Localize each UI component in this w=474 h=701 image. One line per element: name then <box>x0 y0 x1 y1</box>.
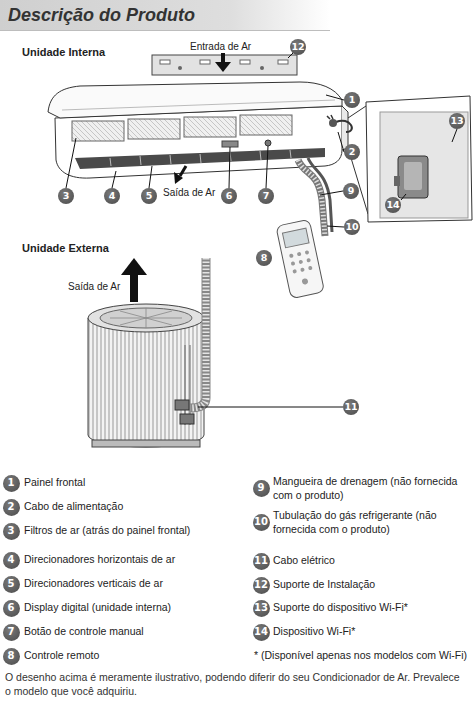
callout-number: 4 <box>3 552 20 569</box>
heading: Unidade Externa <box>22 241 152 255</box>
callout-number: 13 <box>253 600 270 617</box>
callout-number: 9 <box>343 183 359 199</box>
callout-text: 2 <box>349 147 356 157</box>
outdoor-unit <box>88 304 204 447</box>
callout-number: 11 <box>253 553 270 570</box>
callout-text: 4 <box>8 555 15 565</box>
callout-text: 6 <box>8 603 15 613</box>
part-description: Painel frontal <box>24 476 249 490</box>
callout-text: 6 <box>226 191 233 201</box>
part-description: Cabo elétrico <box>273 554 471 568</box>
outdoor-air-arrow <box>121 258 147 302</box>
callout-text: 7 <box>263 191 270 201</box>
callout-number: 7 <box>3 624 20 641</box>
callout-text: 9 <box>348 186 355 196</box>
page-title: Descrição do Produto <box>8 5 195 26</box>
wifi-inset <box>348 96 472 222</box>
part-description: Controle remoto <box>24 649 249 663</box>
annotation: Entrada de Ar <box>190 40 270 53</box>
callout-number: 3 <box>58 188 74 204</box>
callout-number: 10 <box>344 219 360 235</box>
callout-number: 5 <box>3 576 20 593</box>
callout-text: 10 <box>254 517 268 527</box>
callout-number: 9 <box>253 480 270 497</box>
callout-number: 14 <box>253 624 270 641</box>
callout-number: 6 <box>221 188 237 204</box>
part-description: Tubulação do gás refrigerante (não forne… <box>273 509 471 536</box>
callout-text: 13 <box>254 603 268 613</box>
callout-number: 8 <box>256 250 272 266</box>
remote-control <box>276 219 325 298</box>
callout-text: 1 <box>349 95 356 105</box>
callout-text: 2 <box>8 502 15 512</box>
callout-text: 12 <box>254 580 268 590</box>
refrigerant-pipe <box>190 258 206 408</box>
callout-text: 14 <box>386 200 399 210</box>
part-description: Suporte do dispositivo Wi-Fi* <box>273 601 471 615</box>
part-description: Dispositivo Wi-Fi* <box>273 625 471 639</box>
callout-text: 11 <box>344 402 357 412</box>
part-description: Display digital (unidade interna) <box>24 601 249 615</box>
callout-number: 3 <box>3 523 20 540</box>
part-description: Suporte de Instalação <box>273 578 471 592</box>
callout-number: 2 <box>3 499 20 516</box>
callout-text: 1 <box>8 478 15 488</box>
callout-number: 6 <box>3 600 20 617</box>
callout-text: 5 <box>8 579 15 589</box>
callout-text: 10 <box>345 222 358 232</box>
callout-number: 2 <box>344 144 360 160</box>
callout-number: 1 <box>3 475 20 492</box>
callout-text: 12 <box>291 42 304 52</box>
callout-text: 7 <box>8 627 15 637</box>
part-description: Mangueira de drenagem (não fornecida com… <box>273 475 471 502</box>
part-description: Direcionadores horizontais de ar <box>24 553 249 567</box>
callout-number: 12 <box>253 577 270 594</box>
callout-number: 1 <box>344 92 360 108</box>
callout-number: 4 <box>104 188 120 204</box>
callout-text: 9 <box>258 483 265 493</box>
annotation: Saída de Ar <box>68 280 130 293</box>
callout-text: 4 <box>109 191 116 201</box>
callout-text: 11 <box>254 556 268 566</box>
callout-text: 8 <box>8 651 15 661</box>
callout-number: 13 <box>449 113 465 129</box>
part-description: Direcionadores verticais de ar <box>24 577 249 591</box>
part-description: Cabo de alimentação <box>24 500 249 514</box>
footnote: * (Disponível apenas nos modelos com Wi-… <box>254 649 472 663</box>
callout-text: 13 <box>450 116 463 126</box>
callout-text: 14 <box>254 627 268 637</box>
callout-text: 5 <box>146 191 153 201</box>
callout-number: 14 <box>385 197 401 213</box>
callout-number: 7 <box>258 188 274 204</box>
callout-number: 11 <box>343 399 359 415</box>
annotation: Saída de Ar <box>163 186 227 199</box>
leader-lines <box>66 53 457 407</box>
heading: Unidade Interna <box>22 45 152 59</box>
part-description: Filtros de ar (atrás do painel frontal) <box>24 524 249 538</box>
caption: O desenho acima é meramente ilustrativo,… <box>5 671 467 698</box>
callout-number: 5 <box>141 188 157 204</box>
air-inlet-arrow <box>215 53 231 72</box>
callout-number: 10 <box>253 514 270 531</box>
callout-text: 3 <box>63 191 70 201</box>
air-outlet-arrow <box>174 166 186 184</box>
callout-number: 12 <box>290 39 306 55</box>
part-description: Botão de controle manual <box>24 625 249 639</box>
callout-text: 3 <box>8 526 15 536</box>
callout-text: 8 <box>261 253 268 263</box>
callout-number: 8 <box>3 648 20 665</box>
